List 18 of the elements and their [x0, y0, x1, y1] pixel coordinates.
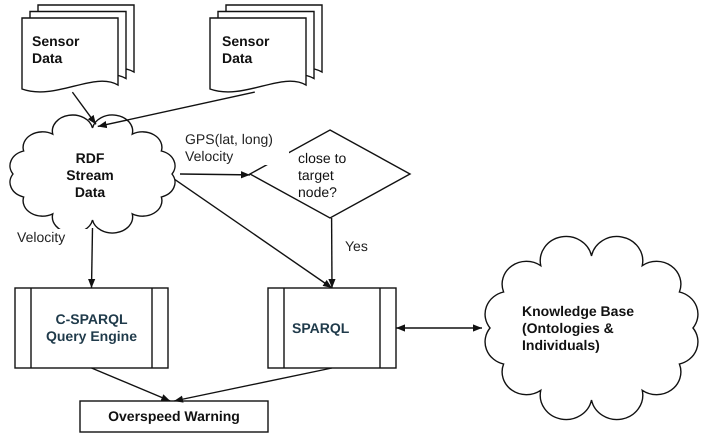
arrow [174, 367, 332, 403]
node-label: RDF Stream Data [65, 150, 115, 200]
edge-label: GPS(lat, long) Velocity [185, 131, 289, 165]
arrow [180, 171, 250, 178]
node-label: Sensor Data [222, 33, 270, 67]
edge-label: Velocity [17, 229, 87, 246]
node-label: SPARQL [292, 320, 350, 336]
node-label: close to target node? [298, 150, 348, 200]
node-label: C-SPARQL Query Engine [44, 311, 138, 345]
arrow [72, 92, 97, 125]
arrow [396, 324, 482, 332]
arrow [174, 178, 332, 289]
node-label: Sensor Data [32, 33, 80, 67]
arrow [98, 91, 255, 128]
arrow [328, 218, 336, 288]
node-label: Overspeed Warning [108, 408, 240, 425]
node-label: Knowledge Base (Ontologies & Individuals) [522, 302, 636, 354]
arrow [91, 367, 171, 402]
